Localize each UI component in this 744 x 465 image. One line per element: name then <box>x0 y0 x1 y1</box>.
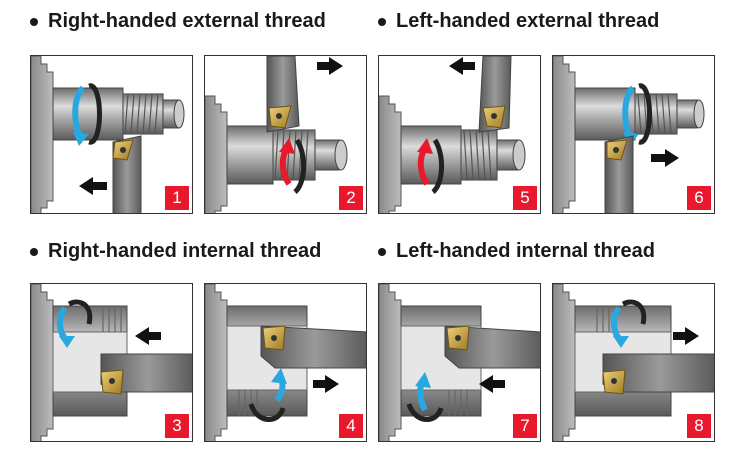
panel-6: 6 <box>552 55 715 214</box>
panel-number-badge: 1 <box>165 186 189 210</box>
thread-insert-icon <box>112 135 142 213</box>
panel-number-badge: 8 <box>687 414 711 438</box>
feed-direction-arrow-icon <box>673 327 699 345</box>
bullet-icon <box>378 17 386 26</box>
feed-direction-arrow-icon <box>313 375 339 393</box>
rotation-arrow-icon <box>406 372 444 422</box>
panel-number-badge: 6 <box>687 186 711 210</box>
panel-3: 3 <box>30 283 193 442</box>
feed-direction-arrow-icon <box>651 149 679 167</box>
thread-insert-icon <box>478 56 512 133</box>
feed-direction-arrow-icon <box>79 177 107 195</box>
bullet-icon <box>30 17 38 26</box>
heading-rh-external: Right-handed external thread <box>30 10 326 33</box>
panel-number-badge: 2 <box>339 186 363 210</box>
heading-lh-internal: Left-handed internal thread <box>378 240 655 263</box>
panel-number-badge: 3 <box>165 414 189 438</box>
rotation-arrow-icon <box>57 299 93 348</box>
panel-7: 7 <box>378 283 541 442</box>
feed-direction-arrow-icon <box>449 57 475 75</box>
heading-lh-external: Left-handed external thread <box>378 10 659 33</box>
thread-insert-icon <box>444 325 540 369</box>
chuck-icon <box>31 56 54 213</box>
thread-insert-icon <box>266 56 300 133</box>
panel-1: 1 <box>30 55 193 214</box>
feed-direction-arrow-icon <box>135 327 161 345</box>
rotation-arrow-icon <box>417 138 444 194</box>
thread-insert-icon <box>100 353 192 395</box>
bullet-icon <box>378 247 386 256</box>
thread-insert-icon <box>602 353 714 395</box>
workpiece-icon <box>52 87 124 141</box>
panel-number-badge: 4 <box>339 414 363 438</box>
rotation-arrow-icon <box>248 368 287 422</box>
thread-insert-icon <box>260 325 366 369</box>
rotation-arrow-icon <box>72 83 102 146</box>
panel-number-badge: 5 <box>513 186 537 210</box>
feed-direction-arrow-icon <box>317 57 343 75</box>
thread-insert-icon <box>604 135 634 213</box>
rotation-arrow-icon <box>279 138 306 194</box>
panel-4: 4 <box>204 283 367 442</box>
panel-number-badge: 7 <box>513 414 537 438</box>
panel-5: 5 <box>378 55 541 214</box>
panel-8: 8 <box>552 283 715 442</box>
bullet-icon <box>30 247 38 256</box>
panel-2: 2 <box>204 55 367 214</box>
heading-rh-internal: Right-handed internal thread <box>30 240 321 263</box>
feed-direction-arrow-icon <box>479 375 505 393</box>
rotation-arrow-icon <box>611 299 647 348</box>
